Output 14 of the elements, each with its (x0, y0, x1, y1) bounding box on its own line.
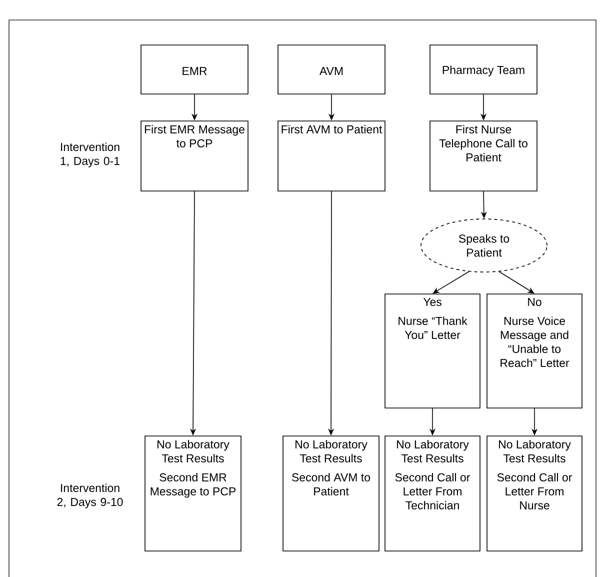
process-box: Pharmacy Team (430, 44, 538, 94)
process-box: AVM (278, 44, 386, 94)
process-box: No Laboratory Test Results Second Call or Letter From Technician (384, 436, 480, 552)
process-box: No Laboratory Test Results Second Call or Letter From Nurse (486, 436, 582, 552)
process-box: Yes Nurse “Thank You” Letter (384, 294, 480, 408)
process-box: First Nurse Telephone Call to Patient (430, 120, 538, 192)
process-box: First EMR Message to PCP (140, 120, 248, 192)
process-box: First AVM to Patient (278, 120, 386, 192)
process-box: No Laboratory Test Results Second EMR Message to PCP (144, 436, 242, 552)
process-box: EMR (140, 44, 248, 94)
process-box: No Nurse Voice Message and “Unable to Reach” Letter (486, 294, 582, 408)
row-label: Intervention 1, Days 0-1 (60, 142, 120, 168)
process-box: No Laboratory Test Results Second AVM to Patient (282, 436, 380, 552)
row-label: Intervention 2, Days 9-10 (57, 484, 123, 508)
